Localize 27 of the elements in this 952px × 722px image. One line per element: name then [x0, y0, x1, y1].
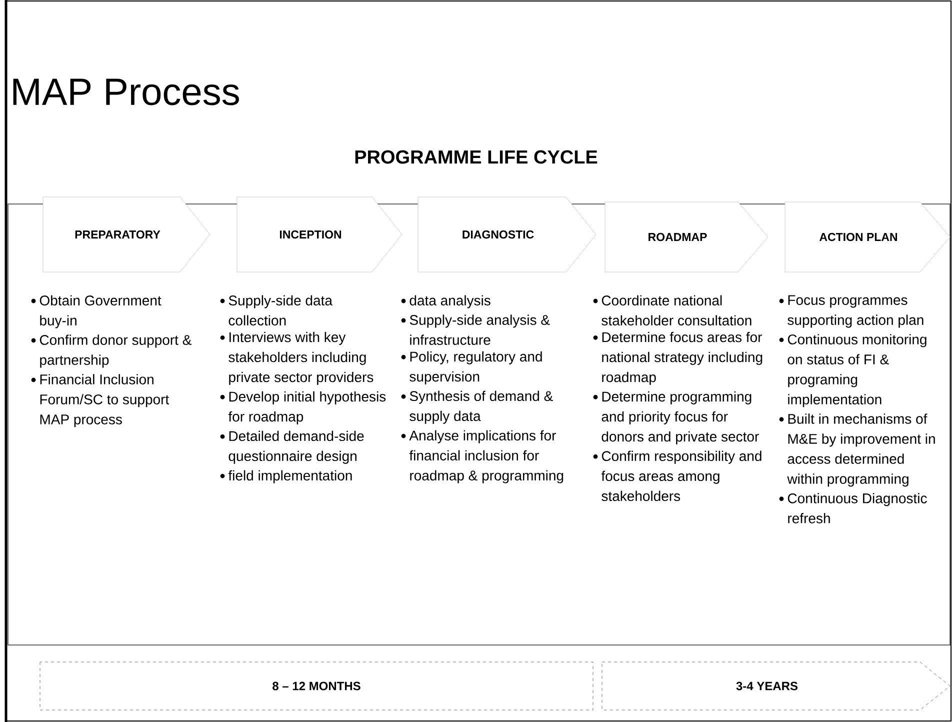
bullet-item: Focus programmes supporting action plan: [779, 295, 924, 328]
stage-box: ACTION PLAN: [784, 202, 950, 272]
heading: PROGRAMME LIFE CYCLE: [355, 150, 598, 164]
bullet-item: Determine programming and priority focus for donors and private sector: [593, 391, 759, 444]
stage-box: PREPARATORY: [42, 196, 210, 272]
bullet-item: Supply-side analysis & infrastructure: [401, 314, 550, 345]
bullet-item: Synthesis of demand & supply data: [401, 390, 553, 424]
bullet-item: field implementation: [220, 470, 352, 484]
stage-box: INCEPTION: [236, 196, 402, 272]
bullet-item: Obtain Government buy-in: [31, 295, 162, 328]
bullet-item: Supply-side data collection: [220, 295, 332, 326]
bullet-item: Policy, regulatory and supervision: [401, 351, 542, 384]
bullet-item: Analyse implications for financial inclusion for roadmap & programming: [401, 430, 564, 484]
bullet-item: Financial Inclusion Forum/SC to support MAP process: [31, 374, 170, 428]
bullet-item: Coordinate national stakeholder consultation: [593, 295, 752, 326]
bullet-item: Continuous monitoring on status of FI & programing implementation: [779, 334, 926, 408]
bullet-item: Determine focus areas for national strategy including roadmap: [593, 332, 762, 385]
bullet-item: Develop initial hypothesis for roadmap: [220, 391, 386, 424]
bullet-item: Confirm donor support & partnership: [31, 334, 192, 368]
bullet-item: Interviews with key stakeholders including private sector providers: [220, 332, 374, 385]
bullet-item: data analysis: [401, 295, 490, 308]
stage-box: ROADMAP: [604, 202, 768, 272]
slide-title: MAP Process: [13, 78, 239, 106]
bullet-item: Continuous Diagnostic refresh: [779, 493, 927, 524]
stage-box: DIAGNOSTIC: [418, 196, 596, 272]
bullet-item: Confirm responsibility and focus areas among stakeholders: [593, 450, 762, 502]
bullet-item: Built in mechanisms of M&E by improvement in access determined within programming: [779, 414, 935, 487]
